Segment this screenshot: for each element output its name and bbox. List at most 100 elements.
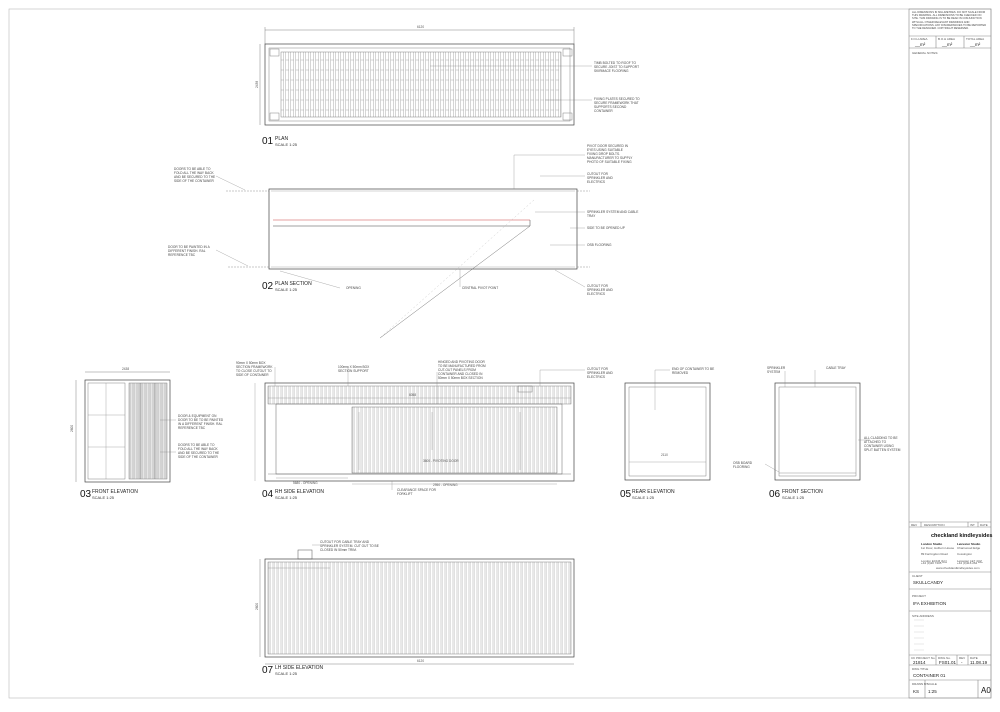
view-title-plan-section: PLAN SECTION xyxy=(275,281,312,287)
view-scale-plan-section: SCALE 1:25 xyxy=(275,287,298,292)
tb-int-header: INT xyxy=(970,523,975,527)
view-plan xyxy=(259,27,592,126)
view-title-front-section: FRONT SECTION xyxy=(782,489,823,495)
tb-dwgno-label: DWG No. xyxy=(938,656,951,660)
note-lh-cutout: CUTOUT FOR CABLE TRAY AND SPRINKLER SYST… xyxy=(320,540,379,552)
tb-project-label: PROJECT xyxy=(912,594,927,598)
note-front-fold: DOORS TO BE ABLE TO FOLD ALL THE WAY BAC… xyxy=(178,443,220,459)
note-rh-box: 90mm X 50mm BOX SECTION FRAMEWORK TO CLO… xyxy=(236,361,273,377)
note-fs-sprinkler: SPRINKLER SYSTEM xyxy=(767,366,786,374)
tb-projno-label: CK PROJECT No. xyxy=(911,656,936,660)
note-sec-central: CENTRAL PIVOT POINT xyxy=(462,286,499,290)
tb-date: 11.08.19 xyxy=(970,660,988,665)
view-number-02: 02 xyxy=(262,281,274,292)
tb-dwgtitle: CONTAINER 01 xyxy=(913,673,946,678)
view-number-06: 06 xyxy=(769,489,781,500)
tb-area-label-boh: B.O.H AREA xyxy=(938,37,956,41)
note-plan-timber: TIMB BOLTED TO ROOF TO SECURE JOIST TO S… xyxy=(594,61,639,73)
view-front-section xyxy=(764,370,870,481)
tb-sheet-size: A0 xyxy=(981,686,991,695)
note-rh-hinged: HINGED AND PIVOTING DOOR TO BE MANUFACTU… xyxy=(438,360,486,380)
tb-website: www.checklandkindleysides.com xyxy=(936,566,980,570)
tb-site-label: SITE ADDRESS xyxy=(912,614,934,618)
view-scale-plan: SCALE 1:25 xyxy=(275,142,298,147)
view-front-elevation xyxy=(75,371,176,483)
tb-dwgtitle-label: DWG TITLE xyxy=(912,667,929,671)
tb-phone-london: +44 (0)20 7405 **** xyxy=(921,561,947,565)
tb-client: SKULLCANDY xyxy=(913,580,944,585)
dim-rh-opening-1: 5680 - OPENING xyxy=(293,481,318,485)
note-sec-side: SIDE TO BE OPENED UP xyxy=(587,226,625,230)
tb-studio-london: London Studio xyxy=(921,542,943,546)
tb-area-value-boh: __m² xyxy=(942,42,953,47)
tb-rev-header: REV xyxy=(911,523,918,527)
dim-front-height: 2600 xyxy=(70,425,74,432)
dim-lh-height: 2600 xyxy=(255,603,259,610)
dim-rh-pivot: 3600 - PIVOTING DOOR xyxy=(423,459,459,463)
note-fs-cable: CABLE TRAY xyxy=(826,366,846,370)
dim-plan-width: 2438 xyxy=(255,81,259,88)
tb-scale-label: SCALE xyxy=(927,682,937,686)
note-rh-box-2: 100mm X 50mm BOX SECTION SUPPORT xyxy=(338,365,370,373)
tb-general-notes: GENERAL NOTES: xyxy=(912,51,939,55)
tb-notes: ALL DIMENSIONS IN MILLIMETRES. DO NOT SC… xyxy=(912,11,987,31)
note-rh-clearance: CLEARANCE SPACE FOR FORKLIFT xyxy=(397,488,436,496)
note-sec-cutout-2: CUTOUT FOR SPRINKLER AND ELECTRICS xyxy=(587,284,613,296)
title-block xyxy=(908,8,992,699)
tb-area-value-foh: __m² xyxy=(915,42,926,47)
view-scale-front-section: SCALE 1:25 xyxy=(782,495,805,500)
view-title-rear-elevation: REAR ELEVATION xyxy=(632,489,675,495)
view-title-plan: PLAN xyxy=(275,136,289,142)
view-number-05: 05 xyxy=(620,489,632,500)
note-sec-opening: OPENING xyxy=(346,286,361,290)
tb-phone-leicester: +44 (0)116 264 **** xyxy=(957,561,983,565)
view-plan-section xyxy=(215,154,590,339)
tb-area-label-foh: F.O.H AREA xyxy=(911,37,928,41)
note-sec-osb: OSB FLOORING xyxy=(587,243,612,247)
view-rear-elevation xyxy=(624,369,711,481)
view-number-07: 07 xyxy=(262,665,274,676)
note-sec-sprinkler: SPRINKLER SYSTEM AND CABLE TRAY xyxy=(587,210,639,218)
view-scale-rh-side-elevation: SCALE 1:25 xyxy=(275,495,298,500)
tb-date-header: DATE xyxy=(980,523,988,527)
dim-plan-length: 6120 xyxy=(417,25,424,29)
tb-drawnby: KS xyxy=(913,689,920,694)
tb-scale: 1:25 xyxy=(928,689,937,694)
view-scale-lh-side-elevation: SCALE 1:25 xyxy=(275,671,298,676)
tb-address-london: 1st Floor, Holborn House 89 Farringdon R… xyxy=(921,546,955,563)
view-title-lh-side-elevation: LH SIDE ELEVATION xyxy=(275,665,324,671)
view-title-front-elevation: FRONT ELEVATION xyxy=(92,489,138,495)
tb-project: IFA EXHIBITION xyxy=(913,601,947,606)
dim-front-width: 2438 xyxy=(122,367,129,371)
note-rear-end: END OF CONTAINER TO BE REMOVED xyxy=(672,367,715,375)
note-sec-pivot: PIVOT DOOR SECURED IN EYES USING SUITABL… xyxy=(587,144,633,164)
tb-area-value-total: __m² xyxy=(970,42,981,47)
tb-desc-header: DESCRIPTION xyxy=(924,523,945,527)
tb-area-label-total: TOTAL AREA xyxy=(966,37,985,41)
tb-dwgno: FS01.01 xyxy=(939,660,957,665)
dim-rh-opening-2: 2950 - OPENING xyxy=(433,483,458,487)
view-title-rh-side-elevation: RH SIDE ELEVATION xyxy=(275,489,324,495)
tb-date-label: DATE xyxy=(970,656,978,660)
view-scale-front-elevation: SCALE 1:25 xyxy=(92,495,115,500)
dim-lh-length: 6120 xyxy=(417,659,424,663)
view-scale-rear-elevation: SCALE 1:25 xyxy=(632,495,655,500)
note-fs-osb: OSB BOARD FLOORING xyxy=(733,461,753,469)
tb-rev-label: REV xyxy=(959,656,966,660)
view-number-04: 04 xyxy=(262,489,274,500)
note-rh-cutout: CUTOUT FOR SPRINKLER AND ELECTRICS xyxy=(587,367,613,379)
tb-rev: - xyxy=(961,660,963,665)
tb-studio-leicester: Leicester Studio xyxy=(957,542,981,546)
note-front-door: DOOR & EQUIPMENT ON DOOR TO BE TO BE PAI… xyxy=(178,414,224,430)
dim-rh-total: 6058 xyxy=(409,393,416,397)
dim-rear-width: 2110 xyxy=(661,453,668,457)
tb-address-leicester: Charnwood Edge Cossington Leicester LE7 … xyxy=(957,546,982,563)
view-rh-side-elevation xyxy=(254,367,585,490)
view-lh-side-elevation xyxy=(259,544,575,665)
note-sec-doors: DOORS TO BE ABLE TO FOLD ALL THE WAY BAC… xyxy=(174,167,216,183)
note-sec-paint: DOOR TO BE PAINTED IN A DIFFERENT FINISH… xyxy=(168,245,210,257)
tb-drawnby-label: DRAWN BY xyxy=(912,682,929,686)
note-plan-plates: FIXING PLATES SECURED TO SECURE FRAMEWOR… xyxy=(594,97,640,113)
